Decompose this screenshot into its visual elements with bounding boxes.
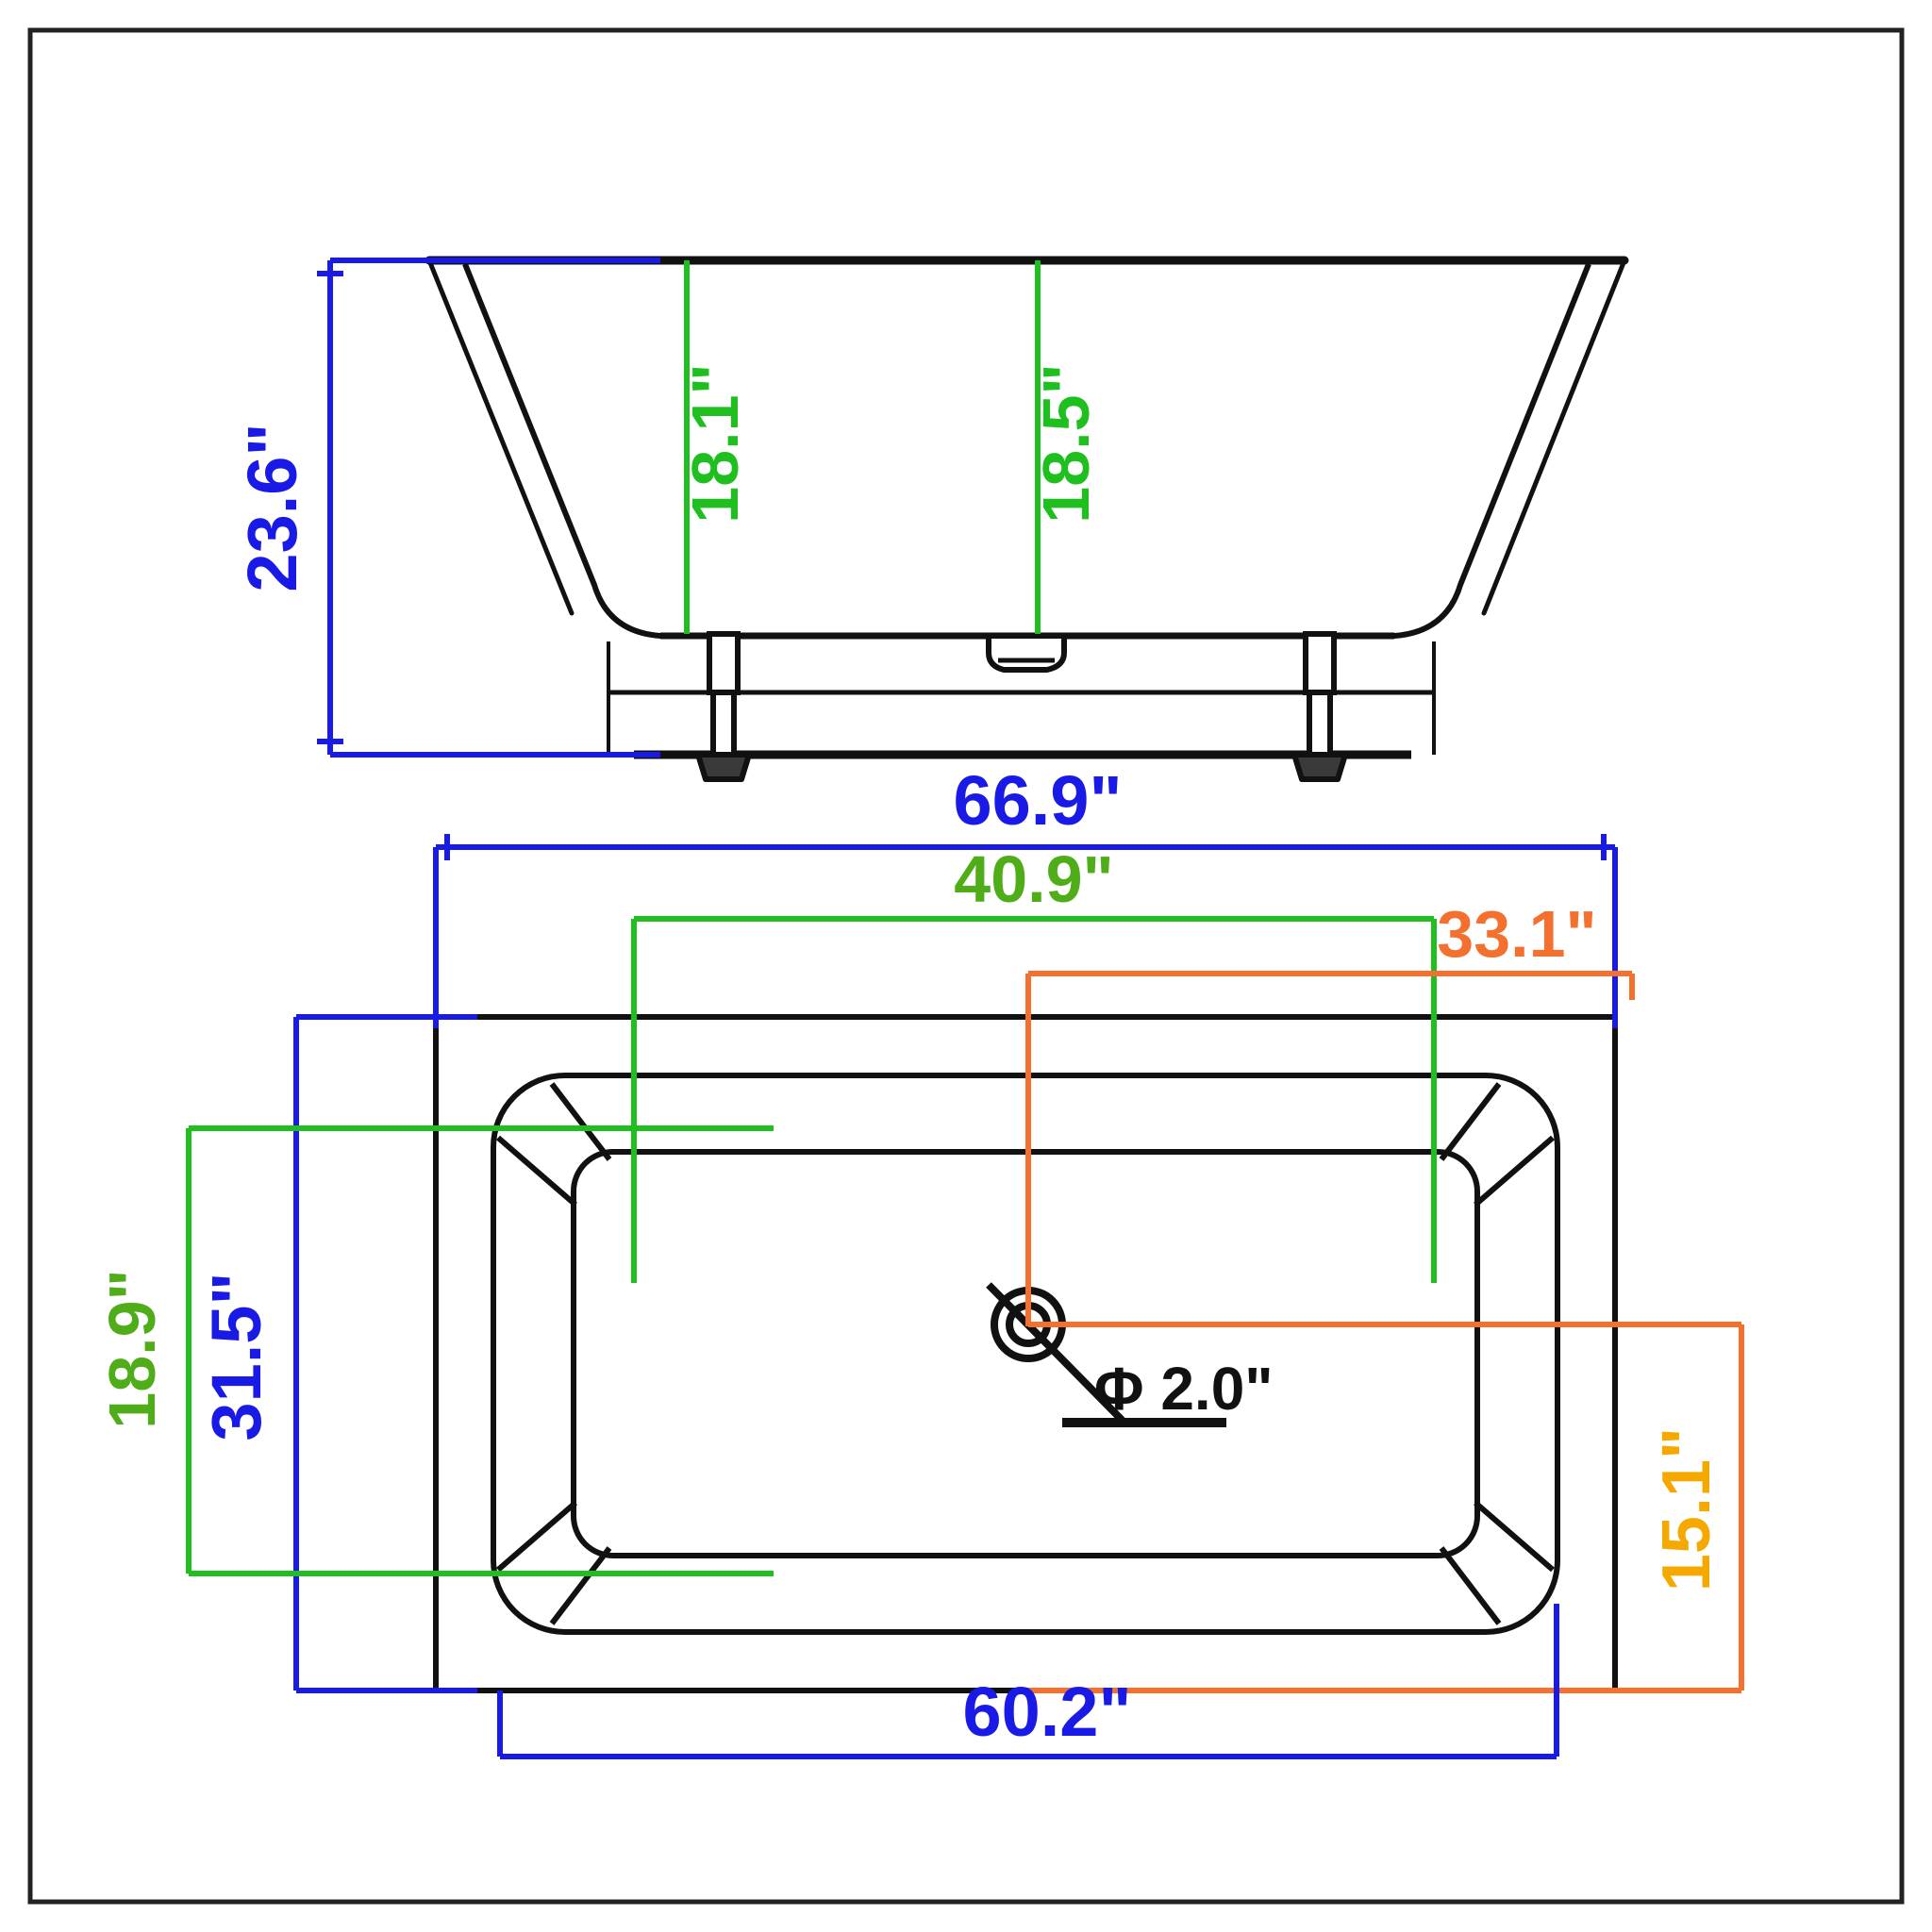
leg-right-post	[1307, 690, 1333, 758]
chamfer-line-top-right	[1439, 1082, 1502, 1161]
chamfer-line-bottom-right	[1439, 1546, 1502, 1625]
leg-left-post	[710, 690, 737, 758]
tub-outer-wall-right	[1481, 258, 1627, 616]
dim-label-23-6: 23.6"	[233, 423, 311, 591]
dim-label-60-2: 60.2"	[962, 1673, 1131, 1751]
dim-label-18-1: 18.1"	[678, 363, 752, 523]
dimension-width-15-1: 15.1"	[1028, 1322, 1744, 1693]
dim-label-66-9: 66.9"	[953, 761, 1122, 840]
tub-body-fill	[429, 260, 1502, 617]
dimension-depth-18-5: 18.5"	[1029, 260, 1103, 634]
tub-leg-left	[695, 631, 752, 782]
dimension-width-31-5: 31.5"	[197, 1014, 477, 1693]
chamfer-facet-top-right	[1474, 1135, 1555, 1208]
dimension-length-40-9: 40.9"	[631, 842, 1437, 1283]
dimension-length-60-2: 60.2"	[497, 1604, 1559, 1759]
dim-label-40-9: 40.9"	[954, 842, 1113, 916]
dimension-height-23-6: 23.6"	[233, 258, 660, 758]
front-elevation-view: 23.6" 18.1" 18.5"	[233, 256, 1629, 782]
dim-label-18-5: 18.5"	[1029, 363, 1103, 523]
leg-right-bracket	[1303, 631, 1337, 695]
tub-inner-wall-right	[1066, 262, 1591, 639]
dimension-length-33-1: 33.1"	[1025, 897, 1635, 1326]
dim-label-33-1: 33.1"	[1437, 897, 1596, 971]
tub-outer-wall-left	[426, 258, 575, 616]
leg-left-foot	[695, 752, 752, 782]
dimension-width-18-9: 18.9"	[95, 1125, 774, 1576]
chamfer-facet-bottom-left	[496, 1500, 577, 1573]
chamfer-facet-bottom-right	[1474, 1500, 1555, 1573]
top-plan-view: Φ 2.0" 66.9" 40.9"	[95, 761, 1744, 1759]
tub-leg-right	[1291, 631, 1348, 782]
dimension-depth-18-1: 18.1"	[678, 260, 752, 634]
drain-boss	[986, 633, 1067, 673]
chamfer-facet-top-left	[496, 1135, 577, 1208]
tub-inner-wall-left	[462, 262, 1000, 639]
dim-label-15-1: 15.1"	[1649, 1427, 1724, 1591]
leg-left-bracket	[707, 631, 741, 695]
dimension-length-66-9: 66.9"	[433, 761, 1618, 1028]
leg-right-foot	[1291, 752, 1348, 782]
dim-label-31-5: 31.5"	[197, 1272, 275, 1441]
chamfer-line-bottom-left	[549, 1546, 612, 1625]
chamfer-line-top-left	[549, 1082, 612, 1161]
drain-leader-line	[986, 1282, 1125, 1424]
dim-label-drain-diameter: Φ 2.0"	[1094, 1355, 1274, 1423]
dim-label-18-9: 18.9"	[95, 1269, 169, 1428]
